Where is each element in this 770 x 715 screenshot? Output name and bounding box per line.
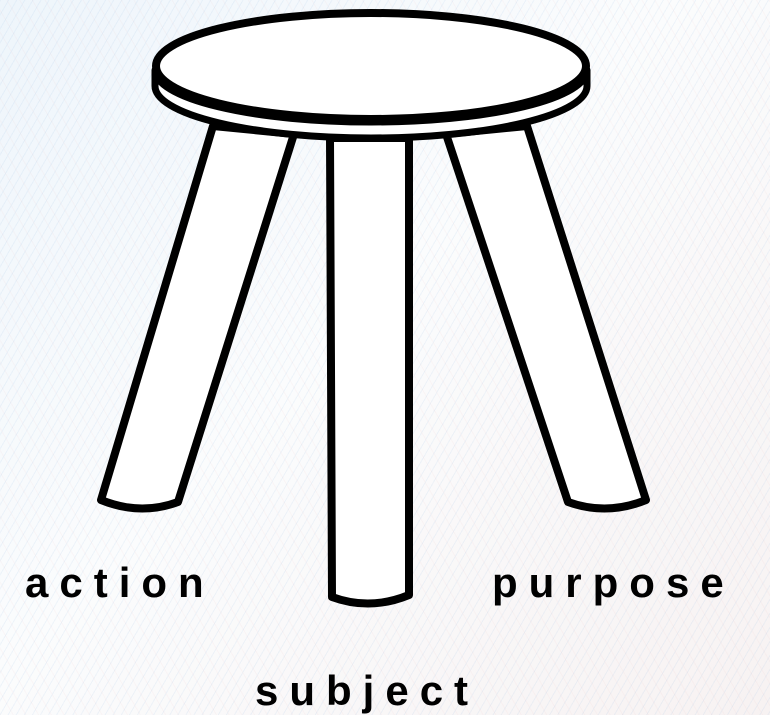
label-action: action bbox=[25, 562, 215, 604]
stool-seat-top bbox=[156, 13, 586, 119]
stool-leg-left bbox=[101, 126, 294, 509]
stool-leg-center bbox=[330, 138, 409, 604]
label-subject: subject bbox=[255, 670, 479, 712]
stool-leg-right bbox=[446, 126, 646, 509]
label-purpose: purpose bbox=[492, 562, 735, 604]
